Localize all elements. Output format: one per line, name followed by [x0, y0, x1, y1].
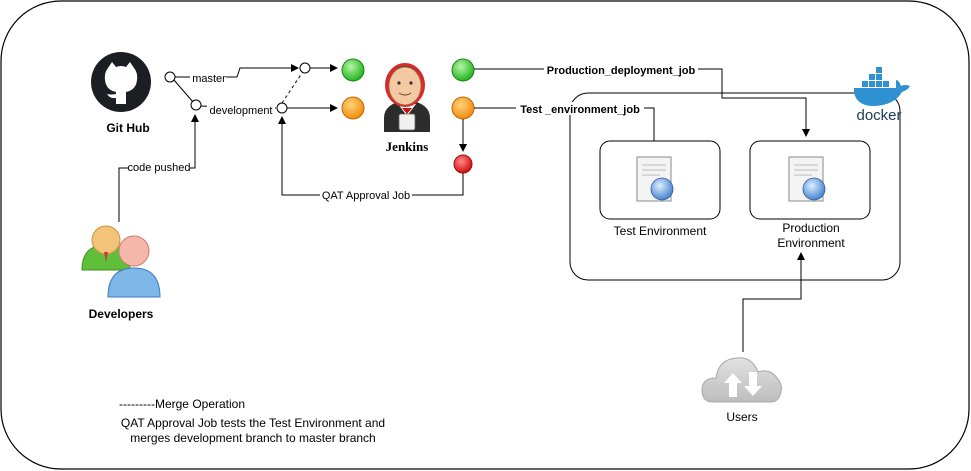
docker-label: docker: [856, 107, 901, 124]
development-label-bg: [207, 103, 275, 116]
docker-icon: [854, 67, 910, 106]
developers-icon: [81, 225, 161, 298]
qat-status-red: [453, 154, 473, 174]
legend-note-line1: QAT Approval Job tests the Test Environm…: [121, 416, 385, 430]
github-label: Git Hub: [106, 121, 149, 135]
web-server-icon: [636, 156, 674, 202]
users-label: Users: [726, 410, 757, 424]
github-development-port: [190, 99, 202, 111]
github-icon: [91, 52, 151, 112]
legend-merge-operation: ---------Merge Operation: [119, 397, 245, 411]
developers-label: Developers: [89, 307, 154, 321]
master-label: master: [192, 73, 226, 85]
development-junction: [276, 102, 288, 114]
development-build-status-orange: [341, 96, 365, 120]
edge-github-development-split: [173, 79, 194, 103]
production-job-status-green: [451, 58, 475, 82]
users-cloud-icon: [701, 357, 782, 403]
production-environment-label-line1: Production: [782, 221, 839, 235]
test-job-label-bg: [516, 102, 644, 115]
test-job-status-orange: [451, 96, 475, 120]
qat-label-bg: [320, 189, 412, 202]
code-pushed-label: code pushed: [128, 162, 191, 174]
edge-master-to-merge: [236, 64, 299, 78]
development-label: development: [210, 105, 273, 117]
code-pushed-bg: [128, 161, 190, 174]
production-job-label: Production_deployment_job: [547, 65, 696, 77]
edge-users-to-production: [742, 252, 805, 352]
production-environment-label-line2: Environment: [777, 236, 845, 250]
production-job-label-bg: [544, 64, 698, 77]
master-label-bg: [190, 71, 226, 84]
merge-operation-line: [281, 72, 303, 104]
docker-container-box: [569, 92, 901, 281]
github-master-port: [164, 71, 176, 83]
merge-junction: [299, 62, 311, 74]
test-environment-label: Test Environment: [614, 224, 707, 238]
qat-approval-label: QAT Approval Job: [322, 190, 410, 202]
web-server-icon: [788, 156, 826, 202]
jenkins-label: Jenkins: [386, 139, 429, 154]
legend-note-line2: merges development branch to master bran…: [130, 431, 375, 445]
test-job-label: Test _environment_job: [520, 104, 640, 116]
master-build-status-green: [341, 58, 365, 82]
jenkins-icon: [384, 63, 430, 132]
